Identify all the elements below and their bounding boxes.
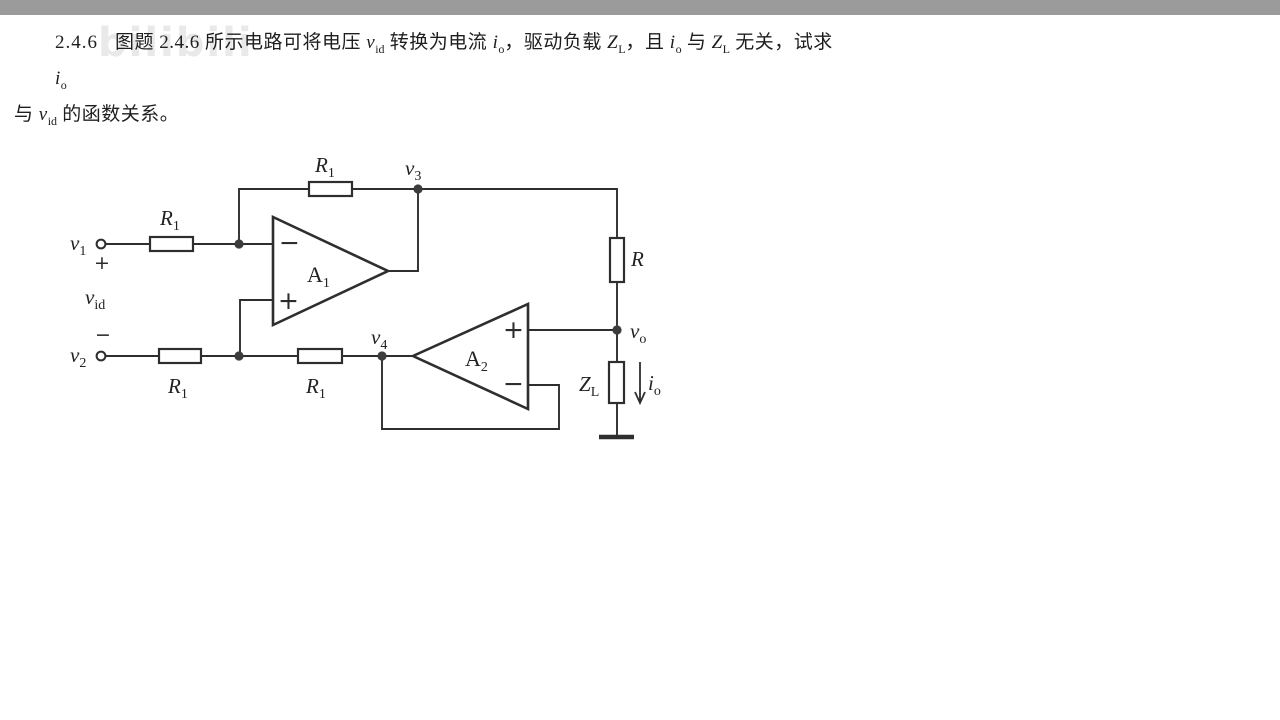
- io-arrow-icon: [634, 362, 646, 406]
- text-segment: 的函数关系。: [57, 103, 180, 125]
- current-io-label: io: [648, 371, 661, 399]
- terminal-v2: [95, 350, 107, 362]
- load-zl-label: ZL: [579, 372, 599, 400]
- vid-minus-sign: −: [95, 324, 111, 346]
- opamp-a2-label: A2: [465, 346, 488, 375]
- circuit-wires: [105, 188, 618, 436]
- node-label-vid: vid: [85, 285, 105, 313]
- node-label-v3: v3: [405, 156, 421, 184]
- load-zl-box: [607, 360, 626, 405]
- vid-plus-sign: +: [94, 252, 110, 274]
- opamp-a1-label: A1: [307, 262, 330, 291]
- video-top-bar: [0, 0, 1280, 15]
- text-segment: 与: [681, 32, 712, 53]
- terminal-v1: [95, 238, 107, 250]
- resistor-r-label: R: [630, 247, 644, 271]
- resistor-r1-v1-label: R1: [159, 206, 180, 234]
- a1-inverting-input-sign: −: [279, 228, 300, 257]
- junction-dot: [234, 351, 244, 361]
- math-var-io: io: [55, 67, 67, 92]
- node-label-v2: v2: [70, 343, 86, 371]
- section-number: 2.4.6: [55, 32, 98, 53]
- resistor-r-box: [608, 236, 626, 284]
- math-var-io: io: [492, 32, 505, 56]
- opamp-a1-triangle: [271, 214, 392, 328]
- text-segment: 转换为电流: [384, 32, 493, 53]
- a2-noninverting-input-sign: +: [503, 315, 524, 344]
- node-label-v4: v4: [371, 325, 387, 353]
- junction-dot-v4: [377, 351, 387, 361]
- resistor-r1-v2-label: R1: [167, 374, 188, 402]
- resistor-r1-v4-label: R1: [305, 374, 326, 402]
- junction-dot-v3: [413, 184, 423, 194]
- text-segment: 与: [14, 103, 39, 125]
- resistor-r1-feedback-label: R1: [314, 153, 335, 181]
- math-var-zl: ZL: [607, 32, 626, 56]
- resistor-r1-feedback-box: [307, 180, 354, 198]
- math-var-vid: vid: [366, 32, 385, 56]
- text-segment: 图题 2.4.6 所示电路可将电压: [115, 32, 367, 53]
- text-segment: ，且: [625, 32, 670, 53]
- resistor-r1-v1-box: [148, 235, 195, 253]
- junction-dot-vo: [612, 325, 622, 335]
- node-label-v1: v1: [70, 231, 86, 259]
- math-var-vid: vid: [38, 103, 58, 128]
- text-segment: ，驱动负载: [504, 32, 608, 53]
- problem-line-2: 与 vid 的函数关系。: [14, 100, 844, 136]
- a2-inverting-input-sign: −: [503, 369, 524, 398]
- math-var-zl: ZL: [711, 32, 731, 56]
- node-label-vo: vo: [630, 319, 646, 347]
- a1-noninverting-input-sign: +: [278, 286, 299, 315]
- text-segment: 无关，试求: [730, 32, 833, 53]
- opamp-a2-triangle: [409, 301, 530, 412]
- resistor-r1-v2-box: [157, 347, 203, 365]
- junction-dot: [234, 239, 244, 249]
- resistor-r1-v4-box: [296, 347, 344, 365]
- math-var-io: io: [669, 32, 682, 56]
